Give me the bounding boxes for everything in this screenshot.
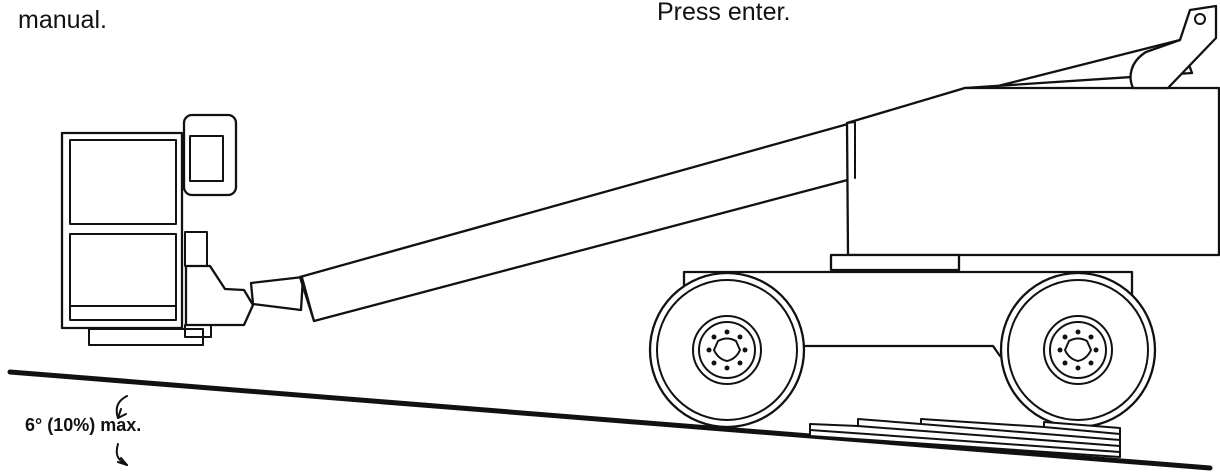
chock-line-2 (857, 425, 1121, 447)
rotator-bottom-block (184, 324, 212, 338)
rear-lug-nut-4 (1088, 360, 1094, 366)
swing-bearing-base (829, 253, 961, 272)
rear-wheel (999, 271, 1157, 429)
turntable (829, 4, 1220, 272)
top-right-text-group: Press enter. (657, 0, 790, 26)
wheel-chocks (809, 418, 1121, 458)
front-lug-nut-6 (711, 360, 717, 366)
front-lug-nut-3 (742, 347, 748, 353)
slope-indicator: 6° (10%) max. (25, 395, 141, 466)
basket-floor-band (69, 305, 177, 321)
front-lug-nut-8 (711, 334, 717, 340)
ground-slope (7, 369, 1213, 471)
basket-upper-panel (69, 139, 177, 225)
slope-limit-label: 6° (10%) max. (25, 415, 141, 435)
front-lug-nut-7 (706, 347, 712, 353)
rotator-top-block (184, 231, 208, 267)
turntable-housing (845, 86, 1220, 257)
slope-arrow-upper-tip-b (117, 413, 127, 419)
front-rim-inner (698, 321, 756, 379)
rear-lug-nut-5 (1075, 365, 1081, 371)
rear-lug-nut-3 (1093, 347, 1099, 353)
rear-lug-nut-1 (1075, 329, 1081, 335)
slope-arrow-upper-curve (115, 395, 128, 419)
rotator-yoke (184, 264, 255, 327)
chock-line-1 (809, 429, 1121, 453)
basket-outer-frame (60, 131, 184, 330)
boom-assembly (249, 38, 1194, 323)
platform-basket (60, 113, 255, 346)
front-lug-nut-4 (737, 360, 743, 366)
front-lug-nut-5 (724, 365, 730, 371)
boom-tip-adapter (249, 275, 305, 312)
boom-section-end-line (301, 276, 315, 322)
rear-tire-inner (1007, 279, 1149, 421)
slope-arrow-lower-tip-b (117, 461, 128, 466)
rear-lug-nut-7 (1057, 347, 1063, 353)
rear-rim-inner (1049, 321, 1107, 379)
top-left-text: manual. (18, 6, 107, 34)
rear-rim-outer (1043, 315, 1113, 385)
rear-hub-cap (1064, 337, 1092, 362)
rear-lug-nut-6 (1062, 360, 1068, 366)
chock-line-4 (1043, 426, 1121, 435)
stepped-chock-outline (809, 418, 1121, 458)
top-right-text: Press enter. (657, 0, 790, 26)
control-box-outer (182, 113, 238, 197)
control-box-window (189, 135, 224, 182)
rear-lug-nut-8 (1062, 334, 1068, 340)
chock-line-3 (920, 423, 1121, 441)
bracket-pin (1194, 13, 1206, 25)
top-left-text-group: manual. (18, 6, 107, 34)
front-lug-nut-2 (737, 334, 743, 340)
turntable-boom-bracket (1129, 4, 1218, 90)
front-wheel (648, 271, 806, 429)
front-hub-cap (713, 337, 741, 362)
front-rim-outer (692, 315, 762, 385)
turntable-front-edge (846, 121, 856, 179)
front-tire-inner (656, 279, 798, 421)
ground-line (7, 369, 1213, 471)
front-lug-nut-1 (724, 329, 730, 335)
rear-lug-nut-2 (1088, 334, 1094, 340)
slope-arrow-upper-tip-a (117, 408, 122, 419)
